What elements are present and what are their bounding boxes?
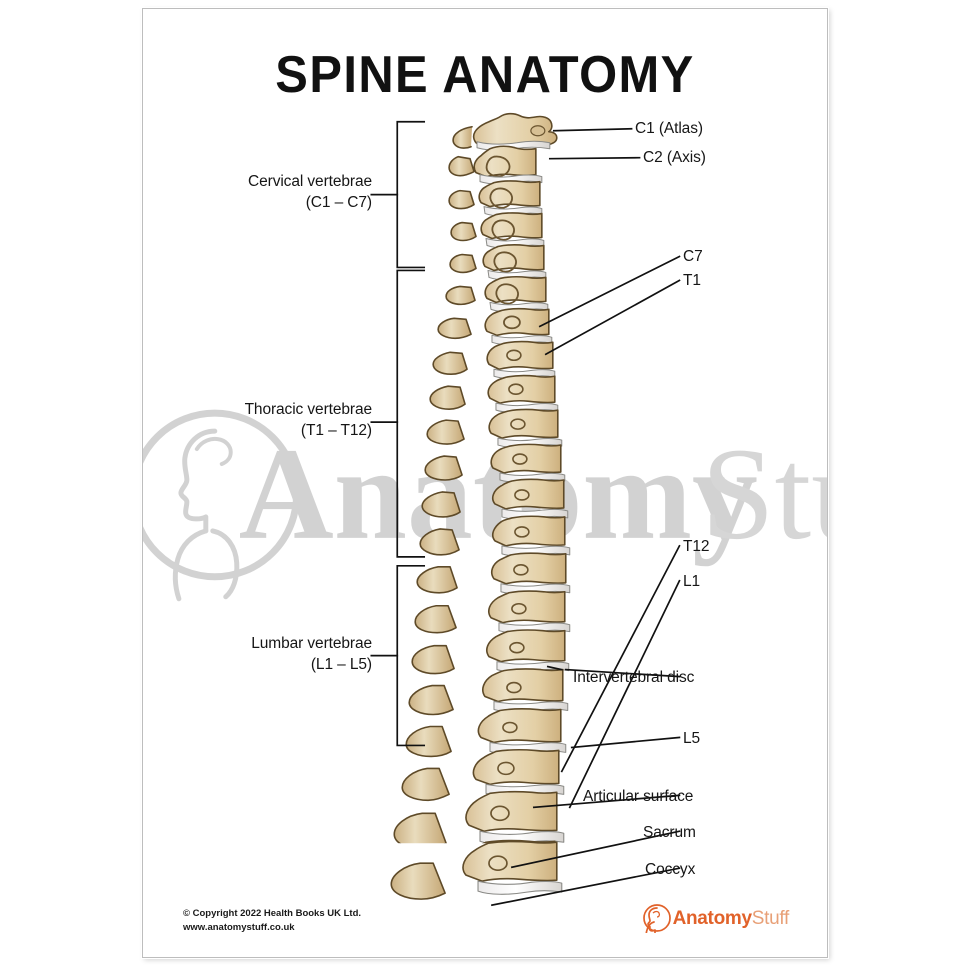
anatomystuff-head-icon [642,904,671,933]
poster-page: Anatomy Stuff SPINE ANATOMY [142,8,828,958]
part-label-c2-axis: C2 (Axis) [643,149,706,166]
logo-text-light: Stuff [751,907,790,929]
anatomystuff-logo: Anatomy Stuff [642,903,789,933]
region-label-lumbar-line1: Lumbar vertebrae [251,635,372,652]
copyright-block: © Copyright 2022 Health Books UK Ltd. ww… [183,907,361,935]
region-label-cervical-line2: (C1 – C7) [305,193,372,211]
region-label-cervical-line1: Cervical vertebrae [248,173,372,190]
lateral-spine-illustration [372,112,652,957]
region-label-cervical: Cervical vertebrae (C1 – C7) [143,172,372,213]
part-label-c1-atlas: C1 (Atlas) [635,120,703,137]
region-label-lumbar-line2: (L1 – L5) [310,655,372,673]
part-label-articular-surface: Articular surface [583,788,694,805]
part-label-l5: L5 [683,730,701,747]
part-label-t12: T12 [683,538,710,555]
region-label-thoracic-line1: Thoracic vertebrae [244,401,373,418]
region-label-thoracic-line2: (T1 – T12) [300,421,372,439]
part-label-t1: T1 [683,272,701,289]
part-label-sacrum: Sacrum [643,824,696,841]
region-label-thoracic: Thoracic vertebrae (T1 – T12) [143,400,373,441]
part-label-intervertebral-disc: Intervertebral disc [573,669,695,686]
copyright-line: © Copyright 2022 Health Books UK Ltd. [183,908,362,920]
part-label-c7: C7 [683,248,703,265]
logo-text-bold: Anatomy [672,907,753,929]
part-label-coccyx: Coccyx [645,861,696,878]
part-label-l1: L1 [683,573,701,590]
website-line: www.anatomystuff.co.uk [183,922,295,934]
region-label-lumbar: Lumbar vertebrae (L1 – L5) [143,634,372,675]
page-title: SPINE ANATOMY [275,46,695,104]
